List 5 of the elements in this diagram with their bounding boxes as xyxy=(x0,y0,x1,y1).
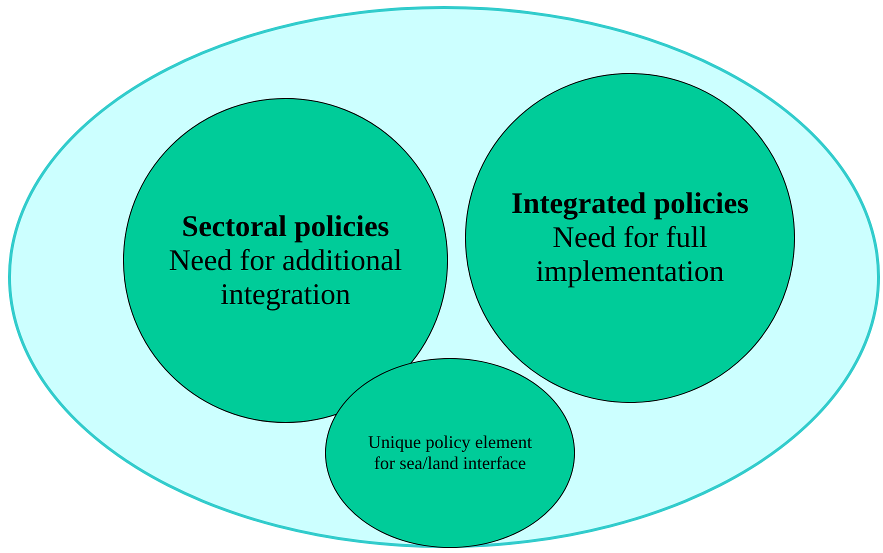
circle-heading: Integrated policies xyxy=(511,187,749,221)
circle-heading: Sectoral policies xyxy=(182,210,390,244)
circle-text: Unique policy element for sea/land interface xyxy=(367,432,533,474)
circle-text: Need for full implementation xyxy=(534,221,726,289)
circle-text: Need for additional integration xyxy=(168,244,404,312)
